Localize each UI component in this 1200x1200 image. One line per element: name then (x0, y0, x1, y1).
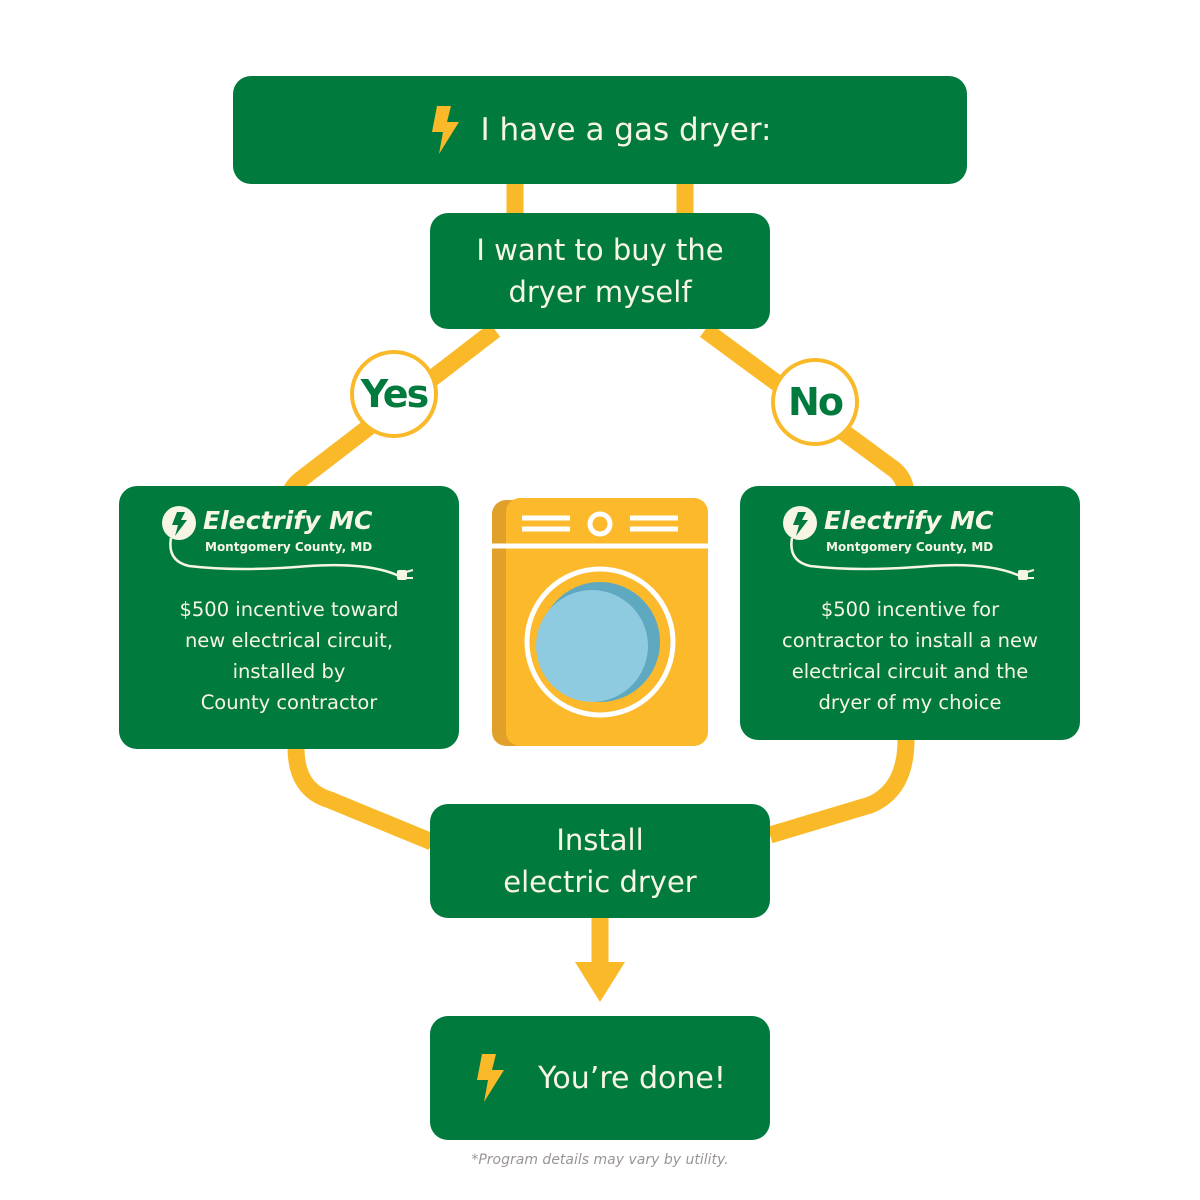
electrify-mc-logo: Electrify MC Montgomery County, MD (780, 506, 1040, 588)
description-line: $500 incentive for (820, 598, 1000, 621)
logo-subtitle: Montgomery County, MD (205, 540, 373, 554)
description-line: installed by (232, 660, 346, 683)
lightning-bolt-icon (477, 1054, 505, 1102)
start-label: I have a gas dryer: (480, 112, 772, 148)
description-line: electrical circuit and the (791, 660, 1029, 683)
install-line-2: electric dryer (503, 865, 697, 899)
done-box: You’re done! (430, 1016, 770, 1140)
logo-title: Electrify MC (203, 506, 373, 535)
dryer-illustration-icon (492, 498, 708, 746)
question-box: I want to buy the dryer myself (430, 213, 770, 329)
electrify-mc-logo: Electrify MC Montgomery County, MD (159, 506, 419, 588)
no-branch-description: $500 incentive for contractor to install… (782, 594, 1038, 718)
yes-badge: Yes (350, 350, 438, 438)
install-line-1: Install (556, 823, 644, 857)
start-box: I have a gas dryer: (233, 76, 967, 184)
done-label: You’re done! (538, 1060, 726, 1096)
logo-subtitle: Montgomery County, MD (826, 540, 994, 554)
plug-cord-icon (783, 506, 1035, 580)
description-line: County contractor (200, 691, 378, 714)
description-line: contractor to install a new (782, 629, 1038, 652)
question-line-1: I want to buy the (476, 233, 724, 267)
yes-branch-description: $500 incentive toward new electrical cir… (179, 594, 398, 718)
description-line: dryer of my choice (818, 691, 1002, 714)
description-line: $500 incentive toward (179, 598, 399, 621)
description-line: new electrical circuit, (184, 629, 394, 652)
logo-title: Electrify MC (824, 506, 994, 535)
lightning-bolt-icon (431, 106, 459, 154)
question-line-2: dryer myself (508, 275, 692, 309)
footnote: *Program details may vary by utility. (471, 1152, 729, 1168)
install-box: Install electric dryer (430, 804, 770, 918)
plug-cord-icon (162, 506, 414, 580)
no-branch-box: Electrify MC Montgomery County, MD $500 … (740, 486, 1080, 740)
no-badge: No (771, 358, 859, 446)
yes-branch-box: Electrify MC Montgomery County, MD $500 … (119, 486, 459, 749)
